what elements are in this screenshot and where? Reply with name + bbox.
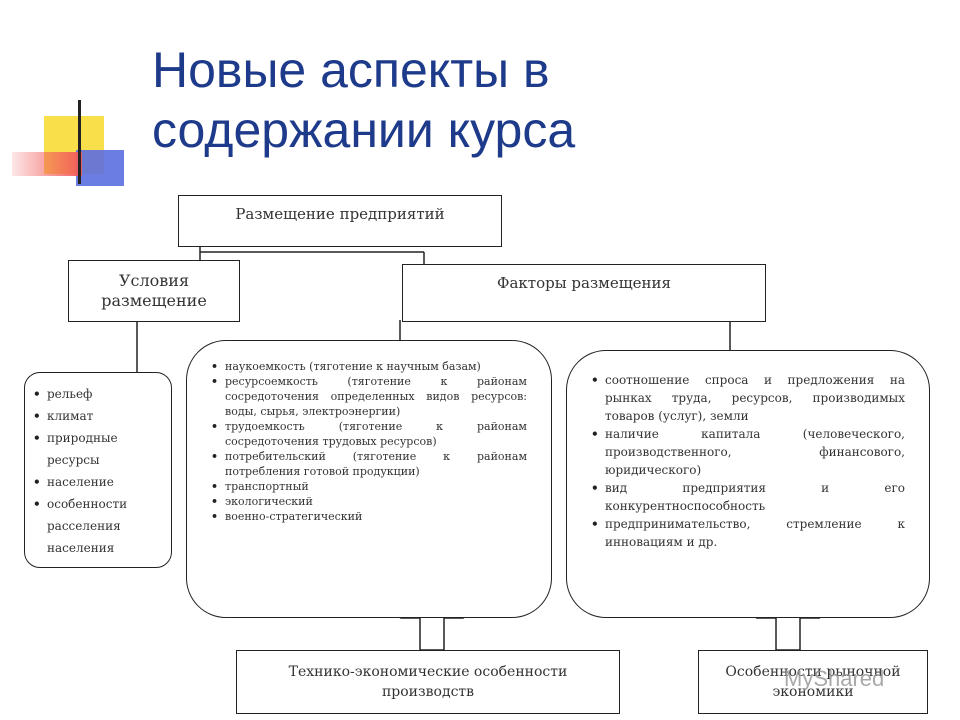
conditions-label-line1: Условия	[118, 271, 190, 290]
title-line-2: содержании курса	[152, 102, 576, 158]
list-item: особенности расселения населения	[31, 493, 165, 559]
conditions-label-line2: размещение	[101, 291, 207, 310]
watermark: MyShared	[784, 666, 884, 692]
list-item: трудоемкость (тяготение к районам сосред…	[209, 419, 527, 449]
factors-list-box: наукоемкость (тяготение к научным базам)…	[186, 340, 552, 618]
factors-list: наукоемкость (тяготение к научным базам)…	[209, 359, 527, 524]
list-item: наличие капитала (человеческого, произво…	[589, 425, 905, 479]
tech-features-label: Технико-экономические особенности произв…	[288, 664, 568, 700]
decor-blue-square	[76, 150, 124, 186]
title-line-1: Новые аспекты в	[152, 42, 550, 98]
conditions-list-box: рельеф климат природные ресурсы населени…	[24, 372, 172, 568]
list-item: экологический	[209, 494, 527, 509]
page-title: Новые аспекты в содержании курса	[152, 40, 575, 160]
market-list-box: соотношение спроса и предложения на рынк…	[566, 350, 930, 618]
list-item: климат	[31, 405, 165, 427]
list-item: рельеф	[31, 383, 165, 405]
list-item: транспортный	[209, 479, 527, 494]
decor-vertical-line	[78, 100, 81, 184]
list-item: ресурсоемкость (тяготение к районам соср…	[209, 374, 527, 419]
list-item: природные ресурсы	[31, 427, 165, 471]
enterprise-placement-label: Размещение предприятий	[235, 205, 445, 223]
list-item: наукоемкость (тяготение к научным базам)	[209, 359, 527, 374]
list-item: вид предприятия и его конкурентноспособн…	[589, 479, 905, 515]
watermark-text: MyShared	[784, 666, 885, 691]
list-item: потребительский (тяготение к районам пот…	[209, 449, 527, 479]
market-economy-label: Особенности рыночной экономики	[725, 664, 901, 700]
decor-red-bar	[12, 152, 82, 176]
list-item: население	[31, 471, 165, 493]
list-item: предпринимательство, стремление к иннова…	[589, 515, 905, 551]
list-item: соотношение спроса и предложения на рынк…	[589, 371, 905, 425]
market-list: соотношение спроса и предложения на рынк…	[589, 371, 905, 551]
factors-box: Факторы размещения	[402, 264, 766, 322]
enterprise-placement-box: Размещение предприятий	[178, 195, 502, 247]
tech-features-box: Технико-экономические особенности произв…	[236, 650, 620, 714]
factors-label: Факторы размещения	[497, 274, 671, 292]
list-item: военно-стратегический	[209, 509, 527, 524]
conditions-list: рельеф климат природные ресурсы населени…	[31, 383, 165, 559]
market-economy-box: Особенности рыночной экономики	[698, 650, 928, 714]
conditions-box: Условия размещение	[68, 260, 240, 322]
